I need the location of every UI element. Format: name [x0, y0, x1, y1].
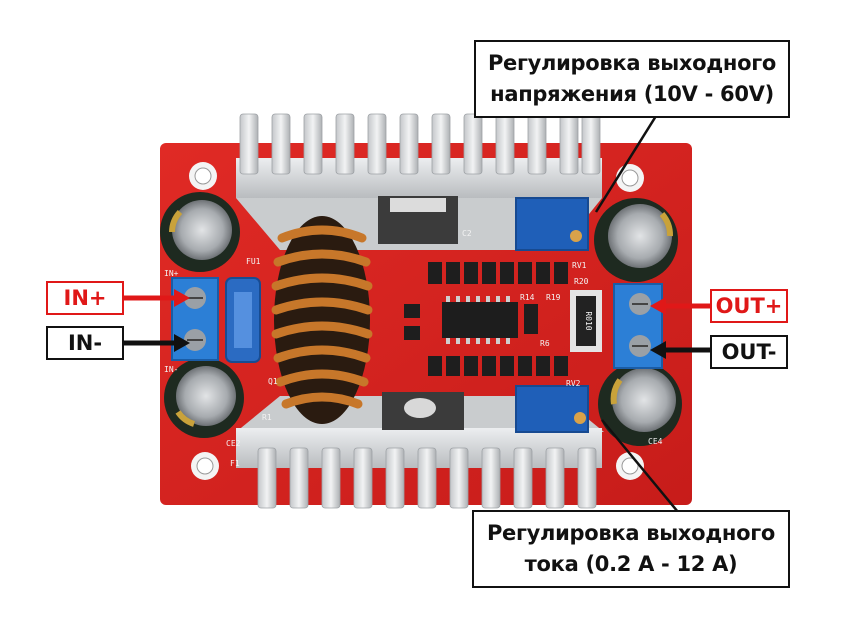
current-callout-line1: Регулировка выходного: [486, 521, 776, 545]
silk-ce4: CE4: [648, 437, 663, 446]
silk-r14: R14: [520, 293, 535, 302]
silk-c2: C2: [462, 229, 472, 238]
capacitor-output-bottom: [598, 362, 682, 446]
output-terminal-block: [613, 283, 663, 369]
silk-r1: R1: [262, 413, 272, 422]
inductor-coil: [271, 216, 373, 424]
silkscreen-labels: RV1 RV2 R20 R14 R19 R6 FU1 CE4 Q1 R1 CE2…: [164, 229, 663, 468]
capacitor-output-top: [594, 198, 678, 282]
silk-ce2: CE2: [226, 439, 241, 448]
in-plus-arrow: [124, 289, 190, 307]
voltage-trimmer: [515, 197, 589, 251]
silk-r19: R19: [546, 293, 561, 302]
control-ic: [442, 296, 518, 344]
silk-rv1: RV1: [572, 261, 587, 270]
silk-in-plus: IN+: [164, 269, 179, 278]
current-adjust-callout: Регулировка выходного тока (0.2 A - 12 A…: [472, 510, 790, 588]
out-plus-label: OUT+: [710, 289, 788, 323]
silk-rv2: RV2: [566, 379, 581, 388]
capacitor-input-top: [160, 192, 240, 272]
out-plus-arrow: [650, 297, 710, 315]
capacitor-input-bottom: [164, 358, 244, 438]
silk-in-minus: IN-: [164, 365, 178, 374]
mounting-holes: [189, 162, 644, 480]
silk-f1: F1: [230, 459, 240, 468]
silk-fu1: FU1: [246, 257, 261, 266]
in-plus-label: IN+: [46, 281, 124, 315]
fuse: [225, 277, 261, 363]
shunt-resistor: R010: [570, 290, 602, 352]
current-callout-line2: тока (0.2 A - 12 A): [524, 552, 738, 576]
voltage-adjust-callout: Регулировка выходного напряжения (10V - …: [474, 40, 790, 118]
r010-label: R010: [584, 311, 593, 330]
in-minus-label: IN-: [46, 326, 124, 360]
current-leader-line: [601, 419, 679, 513]
current-trimmer: [515, 385, 589, 433]
voltage-callout-line1: Регулировка выходного: [487, 51, 777, 75]
out-minus-label: OUT-: [710, 335, 788, 369]
silk-q1: Q1: [268, 377, 278, 386]
out-minus-arrow: [650, 341, 710, 359]
voltage-callout-line2: напряжения (10V - 60V): [490, 82, 774, 106]
silk-r20: R20: [574, 277, 589, 286]
in-minus-arrow: [124, 334, 190, 352]
silk-r6: R6: [540, 339, 550, 348]
voltage-leader-line: [594, 115, 658, 213]
smd-components: [404, 262, 568, 376]
